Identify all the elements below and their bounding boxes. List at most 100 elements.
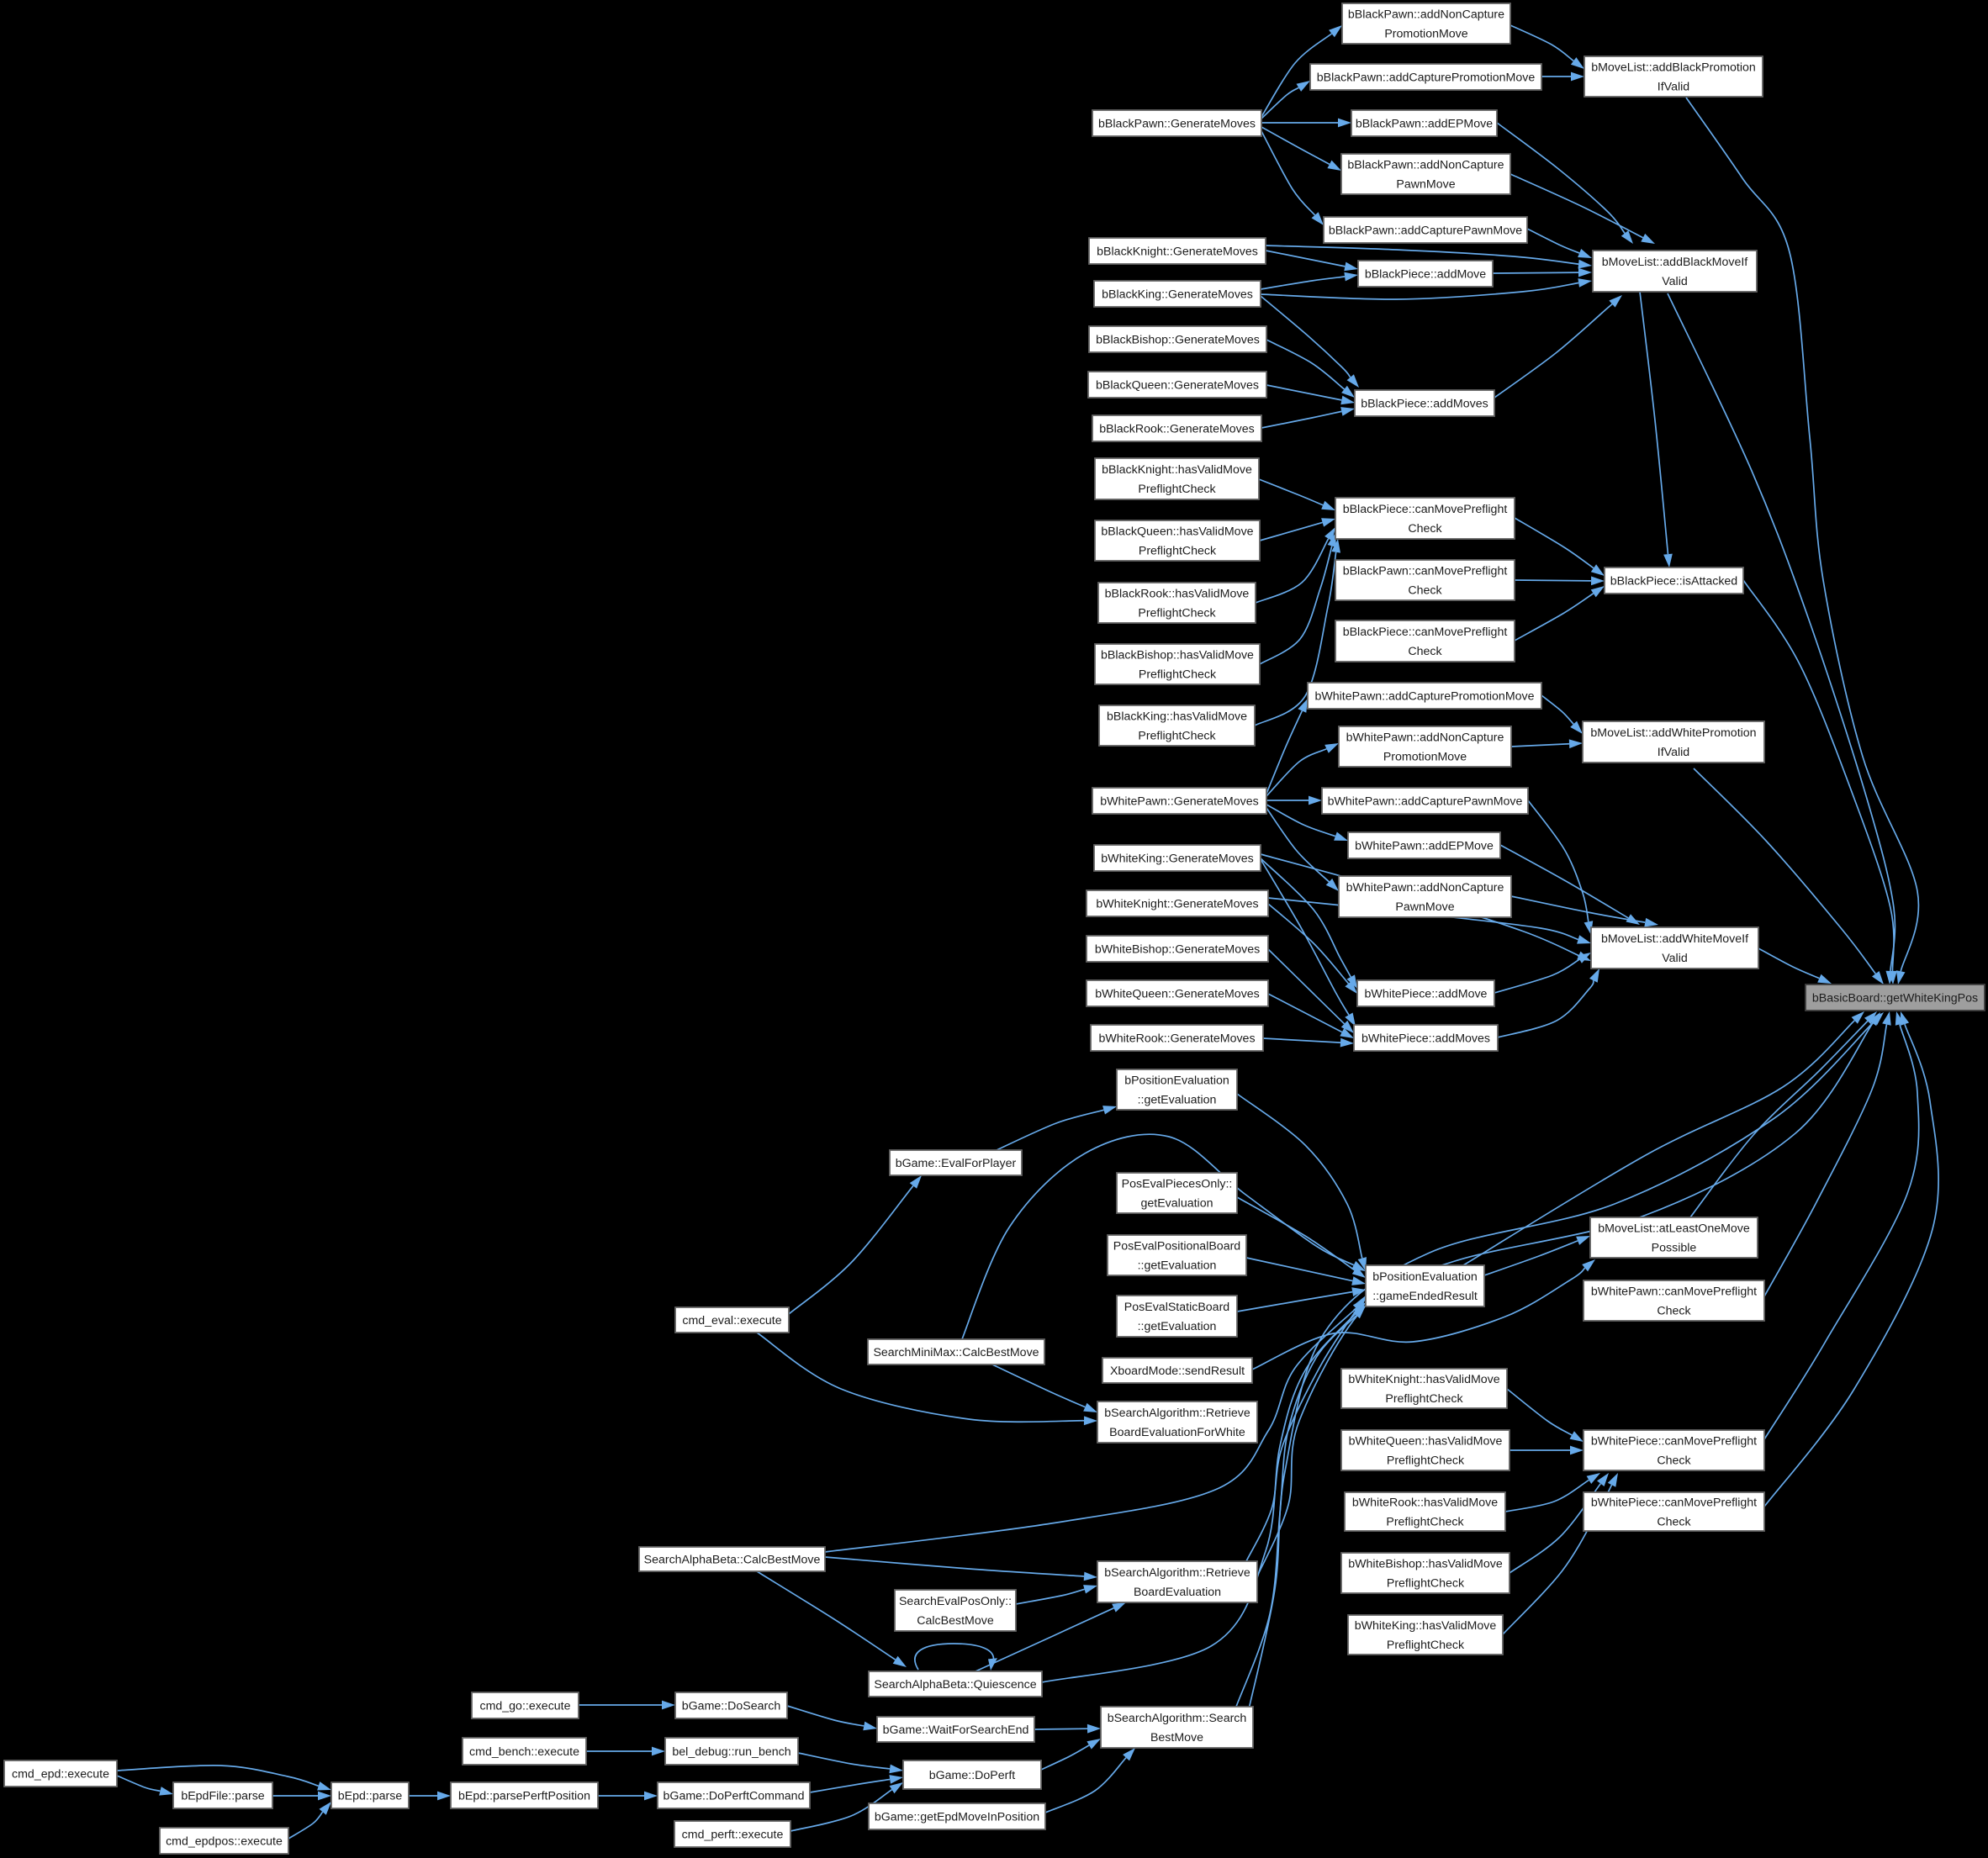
- svg-text:bBlackKnight::hasValidMove: bBlackKnight::hasValidMove: [1102, 463, 1252, 477]
- svg-text:PawnMove: PawnMove: [1395, 900, 1454, 914]
- svg-text:bBlackQueen::hasValidMove: bBlackQueen::hasValidMove: [1101, 525, 1253, 539]
- svg-text:PreflightCheck: PreflightCheck: [1385, 1392, 1463, 1406]
- svg-text:cmd_eval::execute: cmd_eval::execute: [682, 1314, 781, 1328]
- svg-text:bBlackPawn::canMovePreflight: bBlackPawn::canMovePreflight: [1343, 565, 1508, 578]
- svg-text:bWhitePawn::canMovePreflight: bWhitePawn::canMovePreflight: [1591, 1285, 1757, 1299]
- svg-text:bGame::DoSearch: bGame::DoSearch: [682, 1700, 781, 1713]
- svg-text:bWhiteBishop::GenerateMoves: bWhiteBishop::GenerateMoves: [1095, 943, 1260, 957]
- svg-text:bEpdFile::parse: bEpdFile::parse: [181, 1790, 264, 1803]
- svg-text:BoardEvaluationForWhite: BoardEvaluationForWhite: [1109, 1426, 1245, 1439]
- svg-text:bBlackPiece::isAttacked: bBlackPiece::isAttacked: [1610, 575, 1737, 589]
- svg-text:SearchMiniMax::CalcBestMove: SearchMiniMax::CalcBestMove: [873, 1346, 1039, 1359]
- svg-text:Check: Check: [1657, 1516, 1691, 1529]
- svg-text:Possible: Possible: [1652, 1242, 1697, 1255]
- svg-text:Valid: Valid: [1662, 275, 1688, 288]
- svg-text:bWhitePawn::addEPMove: bWhitePawn::addEPMove: [1355, 840, 1494, 853]
- svg-text:bBlackPawn::addEPMove: bBlackPawn::addEPMove: [1356, 118, 1493, 131]
- svg-text:bPositionEvaluation: bPositionEvaluation: [1124, 1074, 1229, 1088]
- svg-text:PosEvalStaticBoard: PosEvalStaticBoard: [1124, 1301, 1229, 1314]
- svg-text:bMoveList::atLeastOneMove: bMoveList::atLeastOneMove: [1598, 1222, 1750, 1236]
- svg-text:bWhiteKing::GenerateMoves: bWhiteKing::GenerateMoves: [1101, 852, 1253, 866]
- svg-text:bEpd::parse: bEpd::parse: [338, 1790, 403, 1803]
- svg-text:PromotionMove: PromotionMove: [1383, 751, 1467, 764]
- svg-text:bWhitePawn::addNonCapture: bWhitePawn::addNonCapture: [1346, 731, 1504, 745]
- svg-text:bWhiteRook::GenerateMoves: bWhiteRook::GenerateMoves: [1098, 1032, 1255, 1046]
- svg-text:IfValid: IfValid: [1658, 81, 1689, 94]
- svg-text:PosEvalPiecesOnly::: PosEvalPiecesOnly::: [1122, 1178, 1233, 1191]
- svg-text:SearchAlphaBeta::CalcBestMove: SearchAlphaBeta::CalcBestMove: [644, 1554, 821, 1567]
- svg-text:XboardMode::sendResult: XboardMode::sendResult: [1110, 1364, 1245, 1378]
- svg-text:Check: Check: [1408, 584, 1442, 598]
- svg-text:bWhitePiece::addMove: bWhitePiece::addMove: [1365, 988, 1488, 1001]
- svg-text:bBlackBishop::GenerateMoves: bBlackBishop::GenerateMoves: [1096, 334, 1260, 347]
- svg-text:::getEvaluation: ::getEvaluation: [1138, 1259, 1217, 1273]
- svg-text:bWhitePawn::GenerateMoves: bWhitePawn::GenerateMoves: [1100, 795, 1258, 809]
- svg-text:bBlackPawn::addNonCapture: bBlackPawn::addNonCapture: [1348, 8, 1504, 22]
- svg-text:bSearchAlgorithm::Retrieve: bSearchAlgorithm::Retrieve: [1104, 1566, 1250, 1580]
- svg-text:bGame::DoPerftCommand: bGame::DoPerftCommand: [664, 1790, 805, 1803]
- svg-text:Check: Check: [1408, 522, 1442, 536]
- svg-text:bel_debug::run_bench: bel_debug::run_bench: [672, 1745, 790, 1759]
- svg-text:getEvaluation: getEvaluation: [1141, 1197, 1213, 1211]
- svg-text:bWhiteBishop::hasValidMove: bWhiteBishop::hasValidMove: [1348, 1558, 1503, 1571]
- svg-text:PromotionMove: PromotionMove: [1384, 28, 1467, 41]
- svg-text:PawnMove: PawnMove: [1396, 178, 1455, 192]
- svg-text:PreflightCheck: PreflightCheck: [1138, 483, 1216, 496]
- svg-text:bBlackPiece::addMoves: bBlackPiece::addMoves: [1361, 398, 1488, 411]
- svg-text:bGame::EvalForPlayer: bGame::EvalForPlayer: [896, 1157, 1017, 1170]
- svg-text:bGame::getEpdMoveInPosition: bGame::getEpdMoveInPosition: [875, 1811, 1039, 1824]
- svg-text:bBlackKnight::GenerateMoves: bBlackKnight::GenerateMoves: [1097, 245, 1258, 259]
- svg-text:Check: Check: [1657, 1305, 1691, 1318]
- svg-text:CalcBestMove: CalcBestMove: [917, 1614, 994, 1628]
- svg-text:bWhitePawn::addNonCapture: bWhitePawn::addNonCapture: [1346, 881, 1504, 895]
- svg-text:Check: Check: [1408, 645, 1442, 658]
- svg-text:::getEvaluation: ::getEvaluation: [1138, 1094, 1217, 1107]
- svg-text:BestMove: BestMove: [1150, 1731, 1203, 1745]
- svg-text:bBlackRook::GenerateMoves: bBlackRook::GenerateMoves: [1099, 423, 1255, 436]
- svg-text:bWhitePiece::canMovePreflight: bWhitePiece::canMovePreflight: [1591, 1496, 1757, 1510]
- svg-text:PreflightCheck: PreflightCheck: [1139, 545, 1217, 558]
- svg-text:bWhiteKnight::hasValidMove: bWhiteKnight::hasValidMove: [1348, 1373, 1499, 1386]
- svg-text:bMoveList::addBlackPromotion: bMoveList::addBlackPromotion: [1591, 61, 1756, 75]
- svg-text:PreflightCheck: PreflightCheck: [1138, 730, 1216, 743]
- svg-text:bWhiteKnight::GenerateMoves: bWhiteKnight::GenerateMoves: [1096, 898, 1258, 911]
- svg-text:bMoveList::addWhitePromotion: bMoveList::addWhitePromotion: [1590, 726, 1756, 740]
- svg-text:Valid: Valid: [1662, 952, 1688, 965]
- svg-text:PreflightCheck: PreflightCheck: [1139, 668, 1217, 682]
- svg-text:bWhitePiece::canMovePreflight: bWhitePiece::canMovePreflight: [1591, 1435, 1757, 1449]
- svg-text:bBlackKing::GenerateMoves: bBlackKing::GenerateMoves: [1102, 288, 1253, 302]
- svg-text:cmd_go::execute: cmd_go::execute: [479, 1700, 570, 1713]
- svg-text:bBasicBoard::getWhiteKingPos: bBasicBoard::getWhiteKingPos: [1812, 992, 1978, 1006]
- svg-text:PosEvalPositionalBoard: PosEvalPositionalBoard: [1113, 1240, 1240, 1254]
- svg-text:bSearchAlgorithm::Retrieve: bSearchAlgorithm::Retrieve: [1104, 1407, 1250, 1420]
- svg-text:bBlackPiece::addMove: bBlackPiece::addMove: [1365, 268, 1486, 282]
- svg-text:bGame::DoPerft: bGame::DoPerft: [929, 1769, 1016, 1782]
- svg-text:bBlackQueen::GenerateMoves: bBlackQueen::GenerateMoves: [1096, 379, 1259, 393]
- svg-text:IfValid: IfValid: [1658, 746, 1689, 759]
- svg-text:bEpd::parsePerftPosition: bEpd::parsePerftPosition: [458, 1790, 590, 1803]
- svg-text:bBlackPawn::addCapturePromotio: bBlackPawn::addCapturePromotionMove: [1317, 71, 1536, 85]
- svg-text:bMoveList::addWhiteMoveIf: bMoveList::addWhiteMoveIf: [1601, 932, 1748, 946]
- svg-text:PreflightCheck: PreflightCheck: [1138, 607, 1216, 620]
- svg-text:PreflightCheck: PreflightCheck: [1387, 1577, 1465, 1591]
- svg-text:PreflightCheck: PreflightCheck: [1386, 1516, 1464, 1529]
- svg-text:bPositionEvaluation: bPositionEvaluation: [1372, 1270, 1478, 1284]
- svg-text:bBlackPawn::addNonCapture: bBlackPawn::addNonCapture: [1347, 159, 1504, 172]
- svg-text:bWhitePawn::addCapturePromotio: bWhitePawn::addCapturePromotionMove: [1314, 690, 1534, 704]
- svg-text:BoardEvaluation: BoardEvaluation: [1134, 1586, 1221, 1599]
- svg-text:bBlackBishop::hasValidMove: bBlackBishop::hasValidMove: [1101, 649, 1254, 662]
- svg-text:bSearchAlgorithm::Search: bSearchAlgorithm::Search: [1108, 1712, 1247, 1725]
- svg-text:SearchAlphaBeta::Quiescence: SearchAlphaBeta::Quiescence: [874, 1678, 1036, 1692]
- svg-text:bGame::WaitForSearchEnd: bGame::WaitForSearchEnd: [883, 1723, 1029, 1737]
- svg-text:bWhiteQueen::GenerateMoves: bWhiteQueen::GenerateMoves: [1095, 988, 1260, 1001]
- svg-text:bWhitePawn::addCapturePawnMove: bWhitePawn::addCapturePawnMove: [1328, 795, 1523, 809]
- svg-text:cmd_epdpos::execute: cmd_epdpos::execute: [166, 1835, 283, 1849]
- svg-text:bBlackKing::hasValidMove: bBlackKing::hasValidMove: [1107, 710, 1247, 724]
- svg-text:::getEvaluation: ::getEvaluation: [1138, 1320, 1217, 1333]
- svg-text:PreflightCheck: PreflightCheck: [1387, 1639, 1465, 1652]
- svg-text:bBlackPawn::GenerateMoves: bBlackPawn::GenerateMoves: [1098, 118, 1256, 131]
- svg-text:bBlackRook::hasValidMove: bBlackRook::hasValidMove: [1105, 588, 1250, 601]
- svg-text:PreflightCheck: PreflightCheck: [1387, 1454, 1465, 1468]
- svg-text:cmd_bench::execute: cmd_bench::execute: [469, 1745, 579, 1759]
- svg-text:bBlackPiece::canMovePreflight: bBlackPiece::canMovePreflight: [1343, 503, 1508, 516]
